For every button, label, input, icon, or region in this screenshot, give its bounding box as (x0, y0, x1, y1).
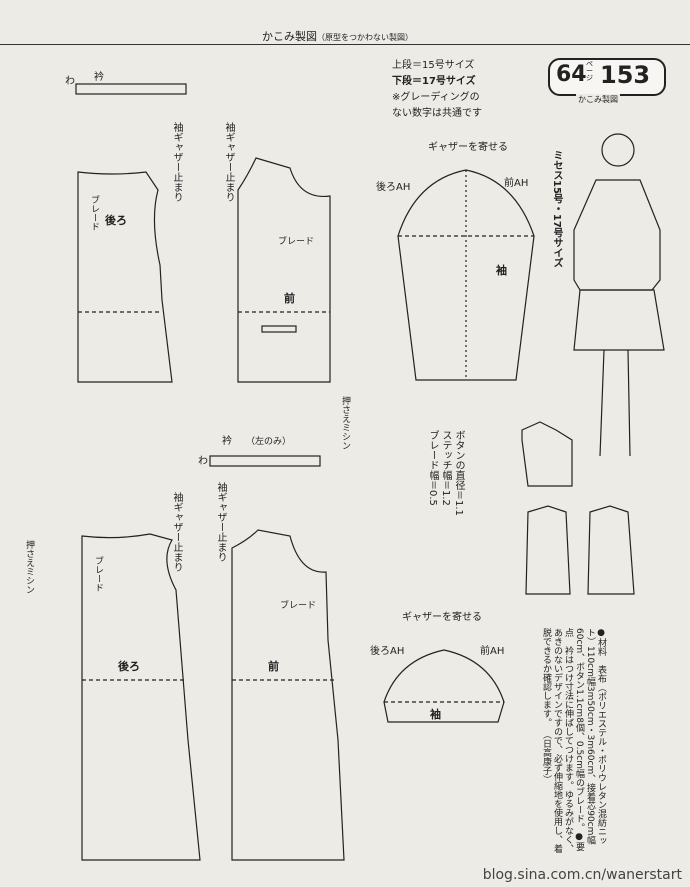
badge-caption: かこみ製図 (576, 94, 620, 105)
legend-note-1: ※グレーディングの (392, 92, 480, 103)
page-title: かこみ製図（原型をつかわない製図） (262, 30, 413, 43)
front-ah-label-short: 前AH (480, 646, 505, 657)
page-number-2: 153 (600, 61, 651, 89)
page-badge: 64 ページ 153 かこみ製図 (548, 58, 666, 108)
model-jacket (573, 179, 661, 291)
page-unit: ページ (586, 60, 593, 82)
braid-label-back-top: ブレード (89, 195, 99, 231)
gather-label-top-sleeve: ギャザーを寄せる (428, 142, 508, 153)
gather-stop-label-top: 袖ギャザー止まり (171, 122, 182, 202)
collar-label-top: 衿 (94, 72, 104, 83)
footer-watermark: blog.sina.com.cn/wanerstart (482, 867, 682, 883)
gather-stop-label-front-top: 袖ギャザー止まり (223, 122, 234, 202)
cardigan-sketch (521, 421, 573, 487)
press-stitch-label-top: 押さえミシン (340, 396, 350, 450)
back-label-top: 後ろ (105, 214, 127, 227)
dress-sketch-front (587, 505, 635, 595)
collar-piece-mid (209, 455, 321, 467)
front-label-top: 前 (284, 292, 295, 305)
braid-label-dress-back: ブレード (93, 556, 103, 592)
gather-stop-label-dress-front: 袖ギャザー止まり (215, 482, 226, 562)
model-size-label: ミセス15号・17号サイズ (551, 150, 562, 268)
back-ah-label-top: 後ろAH (376, 182, 411, 193)
back-label-dress: 後ろ (118, 660, 140, 673)
braid-label-front-top: ブレード (278, 237, 315, 247)
bodice-back-top (77, 171, 173, 383)
dress-sketch-back (525, 505, 571, 595)
model-skirt (573, 289, 665, 351)
front-ah-label-top: 前AH (504, 178, 529, 189)
gather-stop-label-dress-back: 袖ギャザー止まり (171, 492, 182, 572)
legend-upper: 上段＝15号サイズ (392, 60, 475, 71)
gather-label-short-sleeve: ギャザーを寄せる (402, 612, 482, 623)
button-note: ボタンの直径＝1.1 ステッチ幅＝1.2 ブレード幅＝0.5 (427, 430, 464, 516)
wa-label-mid: わ (198, 456, 208, 467)
legend-lower: 下段＝17号サイズ (392, 76, 476, 87)
dress-front (231, 529, 345, 861)
press-stitch-label-dress: 押さえミシン (24, 540, 34, 594)
sleeve-short (383, 649, 505, 723)
sleeve-top (397, 169, 535, 381)
braid-label-dress-front: ブレード (280, 601, 317, 611)
sleeve-label-short: 袖 (430, 708, 441, 721)
page-subtitle: （原型をつかわない製図） (317, 33, 413, 42)
model-head (601, 133, 635, 167)
front-label-dress: 前 (268, 660, 279, 673)
pocket-flap (261, 325, 297, 333)
back-ah-label-short: 後ろAH (370, 646, 405, 657)
bodice-front-top (237, 157, 331, 383)
wa-label-top: わ (65, 76, 75, 87)
legend-note-2: ない数字は共通です (392, 108, 482, 119)
sleeve-label-top: 袖 (496, 264, 507, 277)
left-only-label: （左のみ） (246, 437, 292, 447)
materials-note: ●材料 表布（ポリエステル・ポリウレタン混紡ニット）110cm幅3m50cm・3… (541, 628, 606, 853)
collar-label-mid: 衿 (222, 436, 232, 447)
dress-back (81, 533, 201, 861)
credit: （日高康子） (541, 729, 551, 784)
header-rule (0, 44, 690, 45)
collar-piece-top (75, 83, 187, 95)
page-number-1: 64 (556, 62, 587, 87)
size-legend: 上段＝15号サイズ 下段＝17号サイズ ※グレーディングの ない数字は共通です (392, 58, 482, 122)
